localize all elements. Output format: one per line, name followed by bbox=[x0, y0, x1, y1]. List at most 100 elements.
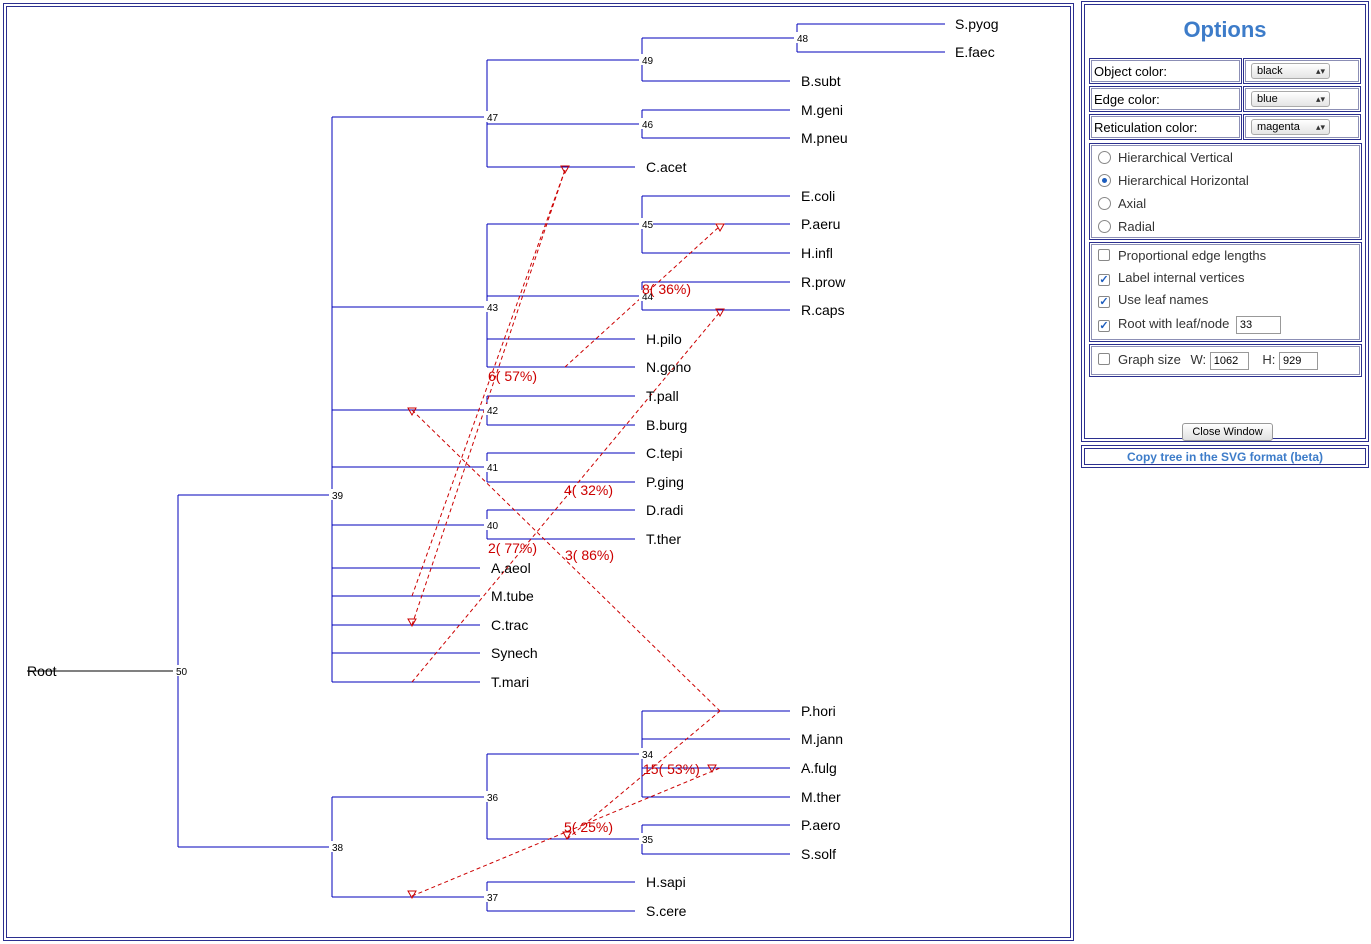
object-color-label: Object color: bbox=[1094, 64, 1167, 79]
leaf-label: M.ther bbox=[801, 789, 841, 805]
leaf-label: E.faec bbox=[955, 44, 995, 60]
leaf-label: M.jann bbox=[801, 731, 843, 747]
root-with-checkbox[interactable]: ✓Root with leaf/node 33 bbox=[1098, 315, 1281, 334]
reticulation-edge bbox=[411, 169, 566, 597]
reticulation-edge bbox=[411, 311, 721, 683]
node-label-bg bbox=[794, 32, 808, 43]
reticulation-label: 2( 77%) bbox=[488, 540, 537, 556]
leaf-label: C.trac bbox=[491, 617, 528, 633]
leaf-label: A.fulg bbox=[801, 760, 837, 776]
checkmark-icon: ✓ bbox=[1098, 274, 1110, 286]
node-label-bg bbox=[639, 218, 653, 229]
reticulation-label: 6( 57%) bbox=[488, 368, 537, 384]
layout-option-horizontal[interactable]: Hierarchical Horizontal bbox=[1098, 172, 1249, 190]
options-panel: Options Object color: black▴▾ Edge color… bbox=[1081, 1, 1369, 442]
node-label-bg bbox=[484, 891, 498, 902]
proportional-checkbox[interactable]: Proportional edge lengths bbox=[1098, 247, 1266, 265]
leaf-label: M.pneu bbox=[801, 130, 848, 146]
reticulation-arrow-icon bbox=[715, 223, 725, 233]
reticulation-edge bbox=[411, 409, 721, 712]
node-label-bg bbox=[484, 519, 498, 530]
root-node-input[interactable]: 33 bbox=[1235, 315, 1281, 334]
node-label-bg bbox=[639, 290, 653, 301]
internal-node-label: 37 bbox=[487, 893, 499, 904]
graph-panel bbox=[3, 3, 1074, 941]
reticulation-arrow-icon bbox=[707, 764, 717, 774]
display-options-group: Proportional edge lengths ✓Label interna… bbox=[1089, 242, 1362, 342]
leaf-label: H.sapi bbox=[646, 874, 686, 890]
internal-node-label: 44 bbox=[642, 292, 654, 303]
leaf-label: T.ther bbox=[646, 531, 681, 547]
edge-color-select[interactable]: blue▴▾ bbox=[1251, 91, 1330, 107]
internal-node-label: 46 bbox=[642, 120, 654, 131]
leaf-label: T.mari bbox=[491, 674, 529, 690]
reticulation-arrow-icon bbox=[407, 890, 417, 900]
reticulation-arrow-icon bbox=[560, 165, 570, 175]
node-label-bg bbox=[173, 665, 187, 676]
layout-option-axial[interactable]: Axial bbox=[1098, 195, 1146, 213]
object-color-row: Object color: black▴▾ bbox=[1089, 58, 1361, 84]
leaf-label: T.pall bbox=[646, 388, 679, 404]
checkbox-icon bbox=[1098, 249, 1110, 261]
leaf-label: D.radi bbox=[646, 502, 683, 518]
object-color-select[interactable]: black▴▾ bbox=[1251, 63, 1330, 79]
edge-color-label: Edge color: bbox=[1094, 92, 1160, 107]
graph-size-group: Graph size W: 1062 H: 929 bbox=[1089, 344, 1362, 377]
reticulation-arrow-icon bbox=[407, 618, 417, 628]
leaf-label: P.aero bbox=[801, 817, 841, 833]
reticulation-arrow-icon bbox=[715, 308, 725, 318]
close-window-button[interactable]: Close Window bbox=[1182, 423, 1273, 441]
node-label-bg bbox=[329, 489, 343, 500]
graph-size-row: Graph size W: 1062 H: 929 bbox=[1098, 351, 1319, 370]
layout-group: Hierarchical Vertical Hierarchical Horiz… bbox=[1089, 143, 1362, 240]
reticulation-label: 3( 86%) bbox=[565, 547, 614, 563]
use-leaf-names-checkbox[interactable]: ✓Use leaf names bbox=[1098, 292, 1209, 308]
node-label-bg bbox=[484, 301, 498, 312]
internal-node-label: 41 bbox=[487, 463, 499, 474]
select-arrows-icon: ▴▾ bbox=[1315, 66, 1325, 76]
internal-node-label: 49 bbox=[642, 56, 654, 67]
width-label: W: bbox=[1190, 352, 1207, 367]
label-internal-checkbox[interactable]: ✓Label internal vertices bbox=[1098, 270, 1245, 286]
leaf-label: S.solf bbox=[801, 846, 836, 862]
leaf-label: M.tube bbox=[491, 588, 534, 604]
layout-option-vertical[interactable]: Hierarchical Vertical bbox=[1098, 149, 1233, 167]
leaf-label: R.prow bbox=[801, 274, 846, 290]
node-label-bg bbox=[639, 54, 653, 65]
leaf-label: P.hori bbox=[801, 703, 836, 719]
root-label: Root bbox=[27, 663, 57, 679]
internal-node-label: 48 bbox=[797, 34, 809, 45]
internal-node-label: 43 bbox=[487, 303, 499, 314]
node-label-bg bbox=[484, 461, 498, 472]
reticulation-arrow-icon bbox=[562, 831, 572, 841]
leaf-label: A.aeol bbox=[491, 560, 531, 576]
options-title: Options bbox=[1183, 17, 1267, 42]
copy-svg-link[interactable]: Copy tree in the SVG format (beta) bbox=[1126, 450, 1324, 464]
internal-node-label: 42 bbox=[487, 406, 499, 417]
node-label-bg bbox=[484, 111, 498, 122]
radio-icon bbox=[1098, 151, 1111, 164]
leaf-label: P.ging bbox=[646, 474, 684, 490]
leaf-label: B.burg bbox=[646, 417, 687, 433]
layout-option-radial[interactable]: Radial bbox=[1098, 218, 1155, 236]
select-arrows-icon: ▴▾ bbox=[1315, 122, 1325, 132]
reticulation-arrow-icon bbox=[407, 407, 417, 417]
height-input[interactable]: 929 bbox=[1279, 351, 1319, 370]
leaf-label: P.aeru bbox=[801, 216, 840, 232]
radio-selected-icon bbox=[1098, 174, 1111, 187]
checkmark-icon: ✓ bbox=[1098, 320, 1110, 332]
leaf-label: H.pilo bbox=[646, 331, 682, 347]
leaf-label: C.acet bbox=[646, 159, 687, 175]
internal-node-label: 38 bbox=[332, 843, 344, 854]
reticulation-color-select[interactable]: magenta▴▾ bbox=[1251, 119, 1330, 135]
node-label-bg bbox=[484, 791, 498, 802]
leaf-label: H.infl bbox=[801, 245, 833, 261]
leaf-label: Synech bbox=[491, 645, 538, 661]
width-input[interactable]: 1062 bbox=[1209, 351, 1249, 370]
reticulation-label: 8( 36%) bbox=[642, 281, 691, 297]
node-label-bg bbox=[639, 833, 653, 844]
graph-size-checkbox[interactable] bbox=[1098, 353, 1110, 365]
phylogenetic-network: 5039384743424140494846454436343537RootS.… bbox=[27, 16, 999, 919]
reticulation-edge bbox=[566, 710, 721, 840]
internal-node-label: 47 bbox=[487, 113, 499, 124]
